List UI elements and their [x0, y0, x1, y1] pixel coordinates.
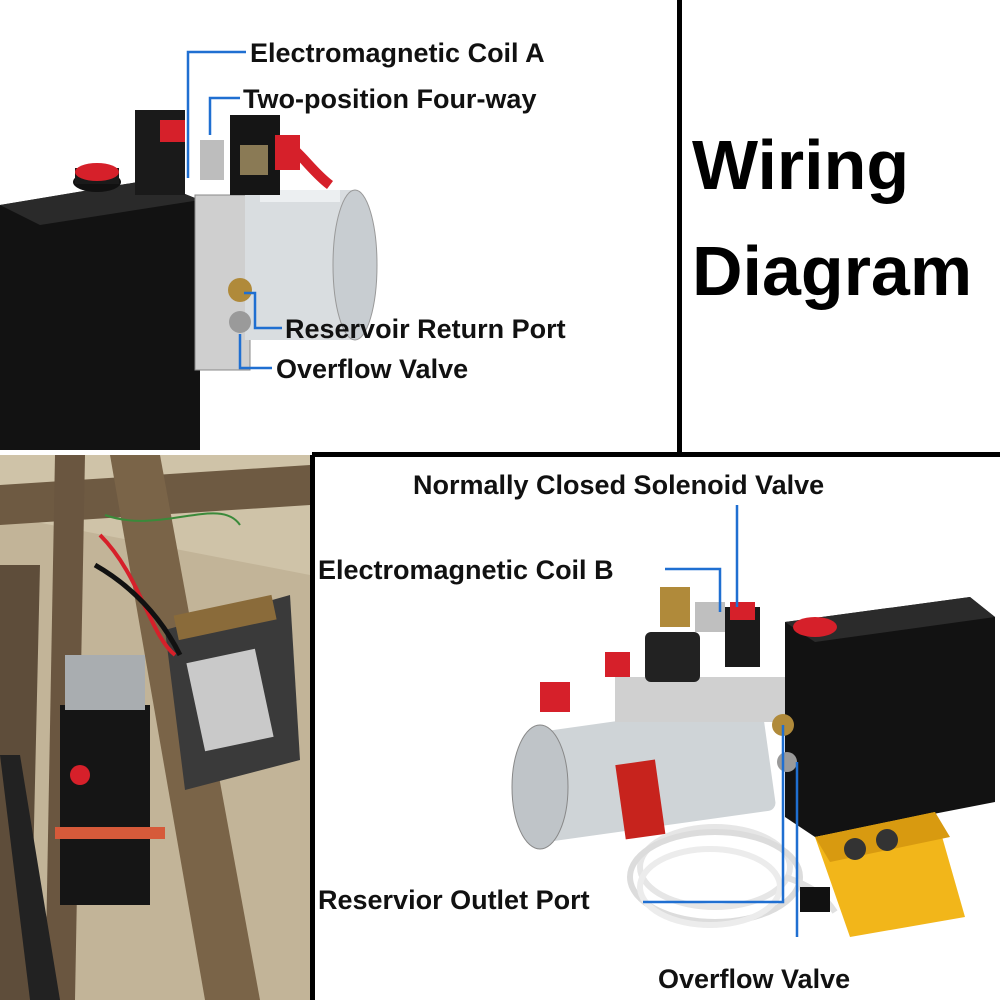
installation-scene — [0, 455, 310, 1000]
label-outlet: Reservior Outlet Port — [318, 885, 590, 915]
label-overflow-bottom: Overflow Valve — [658, 964, 851, 994]
bottom-right-product-panel: Normally Closed Solenoid Valve Electroma… — [315, 457, 1000, 1000]
vertical-divider-top — [677, 0, 682, 455]
installation-photo — [0, 455, 310, 1000]
overflow-valve — [229, 311, 251, 333]
label-return-port: Reservoir Return Port — [285, 314, 566, 344]
title-line-1: Wiring — [692, 126, 910, 204]
installed-pump — [60, 705, 150, 905]
horizontal-divider-right — [312, 452, 1000, 457]
label-coil-b: Electromagnetic Coil B — [318, 555, 614, 585]
hydraulic-tank — [0, 180, 200, 450]
label-solenoid: Normally Closed Solenoid Valve — [413, 470, 825, 500]
label-two-position: Two-position Four-way — [243, 84, 537, 114]
top-left-product-panel: Electromagnetic Coil A Two-position Four… — [0, 0, 677, 452]
title-line-2: Diagram — [692, 232, 973, 310]
pump-illustration-top — [0, 50, 378, 450]
filler-cap-b — [793, 617, 837, 637]
pump-illustration-bottom — [511, 505, 995, 937]
overflow-valve-b — [777, 752, 797, 772]
label-coil-a: Electromagnetic Coil A — [250, 38, 545, 68]
vertical-divider-bottom — [310, 455, 315, 1000]
return-port — [228, 278, 252, 302]
relay — [645, 632, 700, 682]
hydraulic-tank-b — [785, 597, 995, 837]
label-overflow-top: Overflow Valve — [276, 354, 469, 384]
